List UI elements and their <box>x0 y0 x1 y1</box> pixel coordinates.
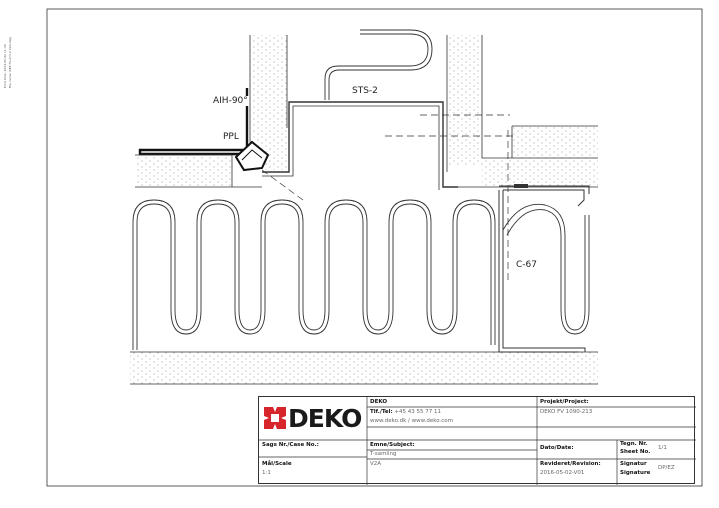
file-name: File name: DKF-TS-213-2 V2A.dwg <box>8 37 12 88</box>
subject-label: Emne/Subject: <box>370 442 415 448</box>
contact-web: www.deko.dk / www.deko.com <box>370 418 454 424</box>
contact-name: DEKO <box>370 399 388 405</box>
scale-label: Mål/Scale <box>262 461 292 467</box>
sheet-value: 1/1 <box>658 445 667 451</box>
date-label: Dato/Date: <box>540 445 574 451</box>
horizontal-panel-right <box>458 125 598 188</box>
scale-value: 1:1 <box>262 470 271 476</box>
deko-logo: DEKO <box>264 404 364 437</box>
signature-label-2: Signature <box>620 470 651 476</box>
horizontal-panel-left <box>135 153 262 188</box>
serpentine-coil <box>132 199 496 350</box>
sheet-border <box>46 8 703 487</box>
phone-value: +45 43 55 77 11 <box>394 409 442 415</box>
title-block: DEKO DEKO Tlf./Tel: +45 43 55 77 11 www.… <box>258 396 696 485</box>
deko-logo-mark <box>264 407 286 429</box>
subject-line1: T-samling <box>370 451 397 457</box>
sts-2-profile <box>262 101 458 188</box>
phone-label: Tlf./Tel: <box>370 409 393 415</box>
signature-label-1: Signatur <box>620 461 647 467</box>
case-label: Sags Nr./Case No.: <box>262 442 319 448</box>
contact-phone-row: Tlf./Tel: +45 43 55 77 11 <box>370 409 441 416</box>
subject-line2: V2A <box>370 461 382 467</box>
title-block-grid <box>259 397 696 485</box>
label-aih-90: AIH-90° <box>212 96 249 106</box>
sheet-label-2: Sheet No. <box>620 449 651 455</box>
ppl-profile <box>234 140 270 172</box>
sheet-label-1: Tegn. Nr. <box>620 441 648 447</box>
print-time: Print time: 2016-05-02 11:30 <box>3 44 7 88</box>
label-c-67: C-67 <box>515 260 538 270</box>
label-sts-2: STS-2 <box>351 86 379 96</box>
deko-logo-word: DEKO <box>288 404 362 433</box>
top-loop-coil <box>324 33 429 100</box>
print-metadata: Print time: 2016-05-02 11:30 File name: … <box>3 8 17 98</box>
signature-value: DP/EZ <box>658 465 675 471</box>
label-ppl: PPL <box>222 132 240 142</box>
project-label: Projekt/Project: <box>540 399 589 405</box>
revision-label: Revideret/Revision: <box>540 461 601 467</box>
project-value: DEKO FV 1090-213 <box>540 409 593 415</box>
bottom-panel <box>130 351 598 385</box>
c-67-profile <box>498 184 590 353</box>
vertical-panel-right <box>446 35 483 172</box>
revision-value: 2016-05-02-V01 <box>540 470 585 476</box>
